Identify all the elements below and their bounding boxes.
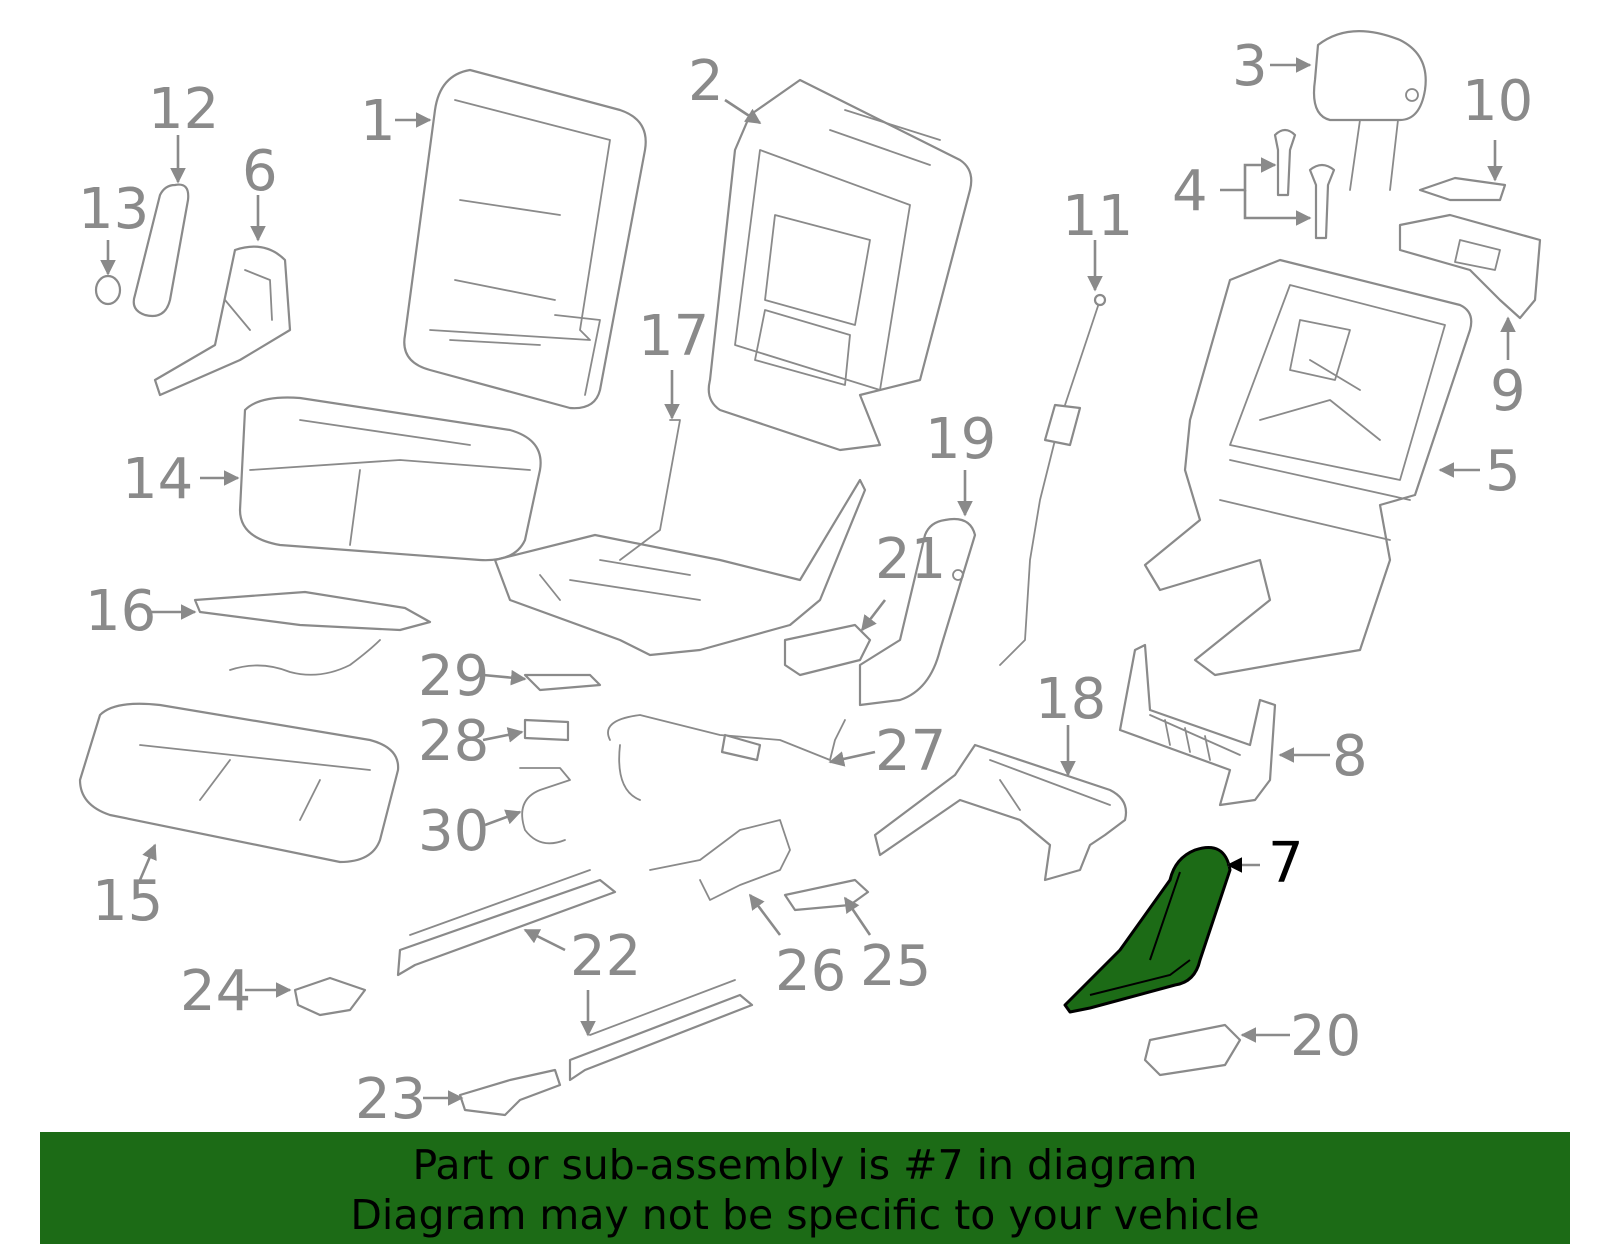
callout-7-highlighted: 7 [1268, 831, 1304, 896]
callout-24: 24 [180, 959, 251, 1024]
callout-20: 20 [1290, 1004, 1361, 1069]
part-22-lower-rail [568, 979, 754, 1082]
callout-3: 3 [1232, 34, 1268, 99]
callout-8: 8 [1332, 724, 1368, 789]
callout-29: 29 [418, 644, 489, 709]
leader-lines [100, 57, 1516, 1106]
callout-30: 30 [418, 799, 489, 864]
callout-labels: 1 2 3 4 5 6 7 8 9 10 11 12 13 14 15 16 1… [78, 34, 1533, 1132]
callout-9: 9 [1490, 359, 1526, 424]
part-15-cushion-cover [78, 702, 400, 864]
part-21-trim [783, 623, 872, 677]
info-banner: Part or sub-assembly is #7 in diagram Di… [40, 1132, 1570, 1244]
callout-25: 25 [860, 934, 931, 999]
part-20-trim [1143, 1023, 1242, 1077]
callout-11: 11 [1062, 184, 1133, 249]
part-8-bracket [1118, 643, 1277, 807]
callout-1: 1 [360, 89, 396, 154]
part-19-side-cover [858, 517, 977, 707]
banner-line-2: Diagram may not be specific to your vehi… [350, 1191, 1260, 1239]
callout-27: 27 [875, 719, 946, 784]
part-4-headrest-guides [1273, 128, 1336, 240]
callout-21: 21 [875, 527, 946, 592]
part-26-harness [649, 819, 791, 901]
callout-26: 26 [775, 939, 846, 1004]
part-11-cable [999, 293, 1107, 666]
callout-12: 12 [148, 77, 219, 142]
callout-16: 16 [85, 579, 156, 644]
part-29-bracket [523, 673, 602, 692]
part-30-harness [519, 767, 571, 845]
part-18-cross-tube [873, 743, 1128, 882]
callout-4: 4 [1172, 159, 1208, 224]
callout-28: 28 [418, 709, 489, 774]
callout-23: 23 [355, 1067, 426, 1132]
callout-10: 10 [1462, 69, 1533, 134]
part-24-cover [293, 976, 367, 1017]
part-23-cover [458, 1068, 562, 1117]
part-16-plate [193, 590, 432, 676]
callout-5: 5 [1485, 439, 1521, 504]
callout-15: 15 [92, 869, 163, 934]
part-5-seatback-frame [1143, 258, 1473, 677]
banner-line-1: Part or sub-assembly is #7 in diagram [412, 1141, 1198, 1189]
part-14-cushion-pad [238, 396, 542, 562]
part-7-highlighted-cover [1063, 846, 1232, 1014]
callout-6: 6 [242, 139, 278, 204]
part-3-headrest [1312, 30, 1427, 191]
part-6-side-bracket [153, 245, 292, 397]
callout-19: 19 [925, 407, 996, 472]
part-27-harness [607, 714, 846, 801]
part-28-connector [523, 718, 570, 742]
part-17-cushion-frame [493, 419, 867, 657]
part-9-bracket [1398, 213, 1542, 320]
callout-2: 2 [688, 49, 724, 114]
part-13-cap [94, 274, 122, 306]
callout-13: 13 [78, 177, 149, 242]
callout-18: 18 [1035, 667, 1106, 732]
part-10-clip [1418, 176, 1507, 202]
part-22-seat-rail [396, 869, 617, 977]
callout-14: 14 [122, 447, 193, 512]
callout-22: 22 [570, 924, 641, 989]
part-2-seatback-panel [707, 78, 973, 452]
part-1-seatback-cover [403, 68, 647, 410]
part-25-cover [783, 878, 870, 912]
callout-17: 17 [638, 304, 709, 369]
part-12-lever [132, 183, 190, 318]
